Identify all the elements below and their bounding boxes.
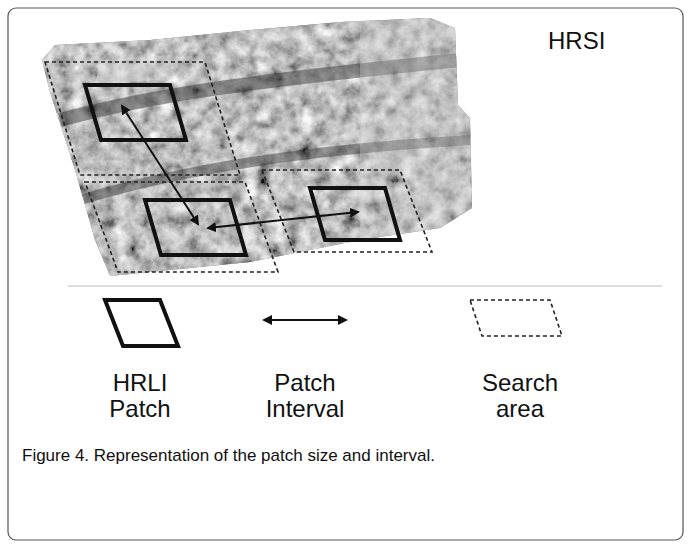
aerial-image: [40, 15, 480, 280]
legend-label: Patch Interval: [255, 370, 355, 422]
legend-search-symbol: [470, 300, 562, 336]
figure-frame: [8, 8, 683, 540]
legend-patch-symbol: [105, 300, 178, 346]
figure-caption: Figure 4. Representation of the patch si…: [22, 446, 435, 466]
divider-line: [68, 285, 662, 286]
patch-interval-arrow: [122, 106, 358, 228]
hrli-patch: [85, 85, 400, 255]
legend-label: HRLI Patch: [90, 370, 190, 422]
search-area: [45, 62, 432, 272]
legend-label: Search area: [470, 370, 570, 422]
legend-interval-symbol: [264, 319, 346, 321]
image-label: HRSI: [548, 28, 605, 54]
